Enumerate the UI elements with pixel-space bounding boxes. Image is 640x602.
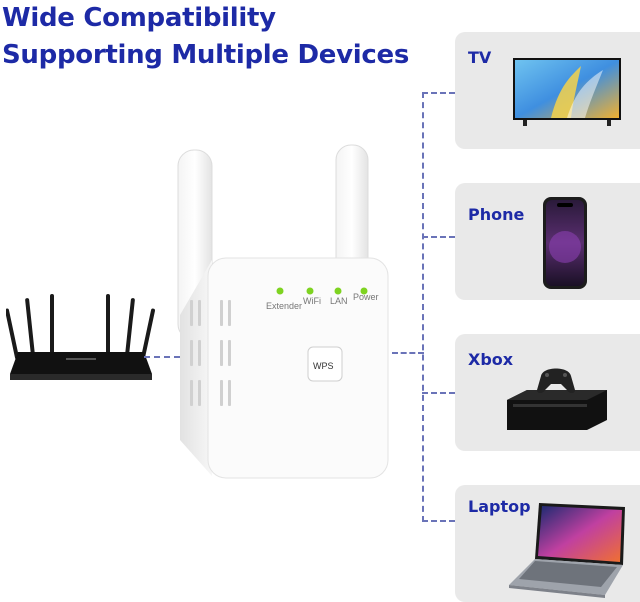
device-card-xbox: Xbox: [455, 334, 640, 451]
tv-connector: [422, 92, 455, 94]
phone-icon: [543, 197, 587, 289]
headline-line-1: Wide Compatibility: [2, 3, 276, 33]
laptop-icon: [509, 503, 625, 598]
device-label-xbox: Xbox: [468, 350, 514, 369]
led-wifi: [306, 287, 314, 295]
headline: Wide Compatibility Supporting Multiple D…: [2, 0, 442, 74]
xbox-icon: [507, 368, 607, 430]
xbox-connector: [422, 392, 455, 394]
device-label-laptop: Laptop: [468, 497, 531, 516]
device-label-tv: TV: [468, 48, 492, 67]
extender-connector: [392, 352, 424, 354]
led-label-extender: Extender: [266, 301, 302, 311]
status-leds: [276, 287, 368, 295]
led-power: [360, 287, 368, 295]
led-label-wifi: WiFi: [303, 296, 321, 306]
led-label-power: Power: [353, 292, 379, 302]
wps-button: [307, 346, 343, 382]
led-label-lan: LAN: [330, 296, 348, 306]
laptop-connector: [422, 520, 455, 522]
phone-connector: [422, 236, 455, 238]
device-card-phone: Phone: [455, 183, 640, 300]
router-icon: [6, 294, 155, 380]
tv-icon: [513, 58, 621, 126]
wifi-extender-icon: Extender WiFi LAN Power WPS: [177, 144, 389, 479]
led-lan: [334, 287, 342, 295]
device-card-tv: TV: [455, 32, 640, 149]
device-bus: [422, 92, 424, 522]
device-card-laptop: Laptop: [455, 485, 640, 602]
led-extender: [276, 287, 284, 295]
router-connector: [144, 356, 180, 358]
wps-label: WPS: [313, 361, 334, 371]
device-label-phone: Phone: [468, 205, 525, 224]
headline-line-2: Supporting Multiple Devices: [2, 40, 409, 70]
